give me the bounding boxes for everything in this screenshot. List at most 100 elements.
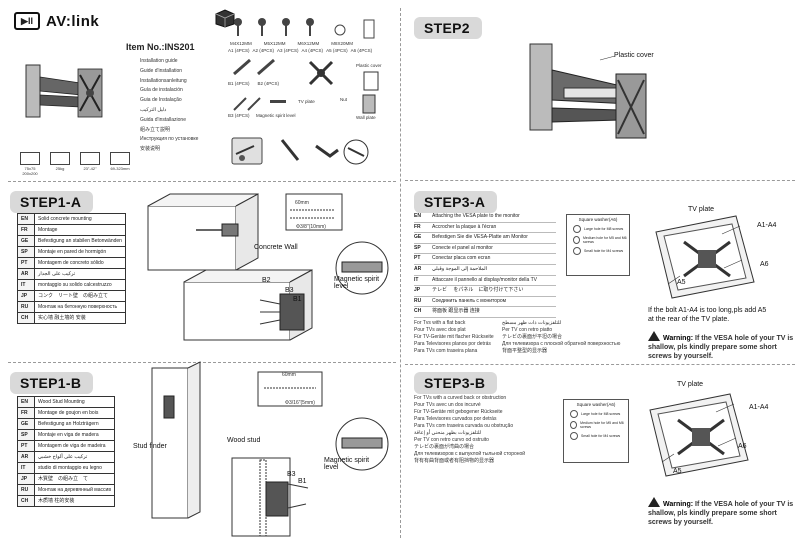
lang-code: JP (17, 473, 35, 485)
lang-text: 将面板 跟显示器 连接 (432, 308, 480, 315)
screw-size: M8X20MM (331, 41, 354, 46)
lang-code: EN (414, 213, 421, 219)
lang-text: テレビ をパネル に取り付けて下さい (432, 287, 524, 294)
left-divider-1 (8, 181, 396, 182)
warning-text: If the VESA hole of your TV is shallow, … (648, 335, 794, 360)
step1b-wood-stud-label: Wood stud (227, 437, 261, 444)
step1b-drill-diagram (151, 361, 389, 537)
arm-icon (110, 152, 130, 165)
lang-code: CH (17, 312, 35, 324)
warning-label: Warning: (663, 501, 694, 508)
step3b-tv-plate-diagram (649, 393, 749, 477)
screw-size: M6X12MM (297, 41, 320, 46)
right-divider-1 (405, 180, 795, 181)
lang-text: Соединить панель с монитором (432, 297, 507, 304)
lang-text: Conecte el panel al monitor (432, 244, 493, 251)
step1a-b2-label: B2 (262, 277, 271, 284)
step1a-b1-label: B1 (293, 296, 302, 303)
step3a-flat-back-text-left: For Tvs with a flat back Pour TVs avec d… (414, 320, 494, 355)
curved-line: Für TV-Geräte mit gebogener Rückseite (414, 409, 503, 415)
guide-line: Guia de Instalação (140, 97, 182, 104)
step3a-language-list: EN Attaching the VESA plate to the monito… (414, 212, 556, 318)
screw-row-icons (234, 18, 375, 39)
brand-name: AV:link (46, 12, 100, 30)
spec-badges: 75x75 200x200 25kg 23"-42" 69-323mm (20, 152, 130, 176)
washer-icon (570, 432, 578, 440)
list-item: JP テレビ をパネル に取り付けて下さい (414, 286, 556, 297)
step1b-dim-drill: Φ3/16"(5mm) (285, 400, 315, 406)
washer-icon (573, 225, 581, 233)
washer-label: Small hole for M4 screws (584, 249, 624, 253)
washer-item: Large hole for M8 screws (570, 410, 628, 418)
washer-label: Large hole for M8 screws (581, 412, 621, 416)
step1a-title: STEP1-A (10, 191, 94, 213)
curved-line: Para TVs com traseira curvada ou obstruç… (414, 423, 514, 429)
step3a-tv-plate-diagram (655, 215, 755, 299)
lang-code: SP (17, 246, 35, 258)
right-divider-2 (405, 364, 795, 365)
lang-code: GE (17, 418, 35, 430)
guide-line: Инструкция по установке (140, 136, 199, 143)
guide-title-list: Installation guide Guide d'installation … (140, 57, 198, 155)
lang-code: AR (17, 268, 35, 280)
curved-line: Pour TVs avec un dos incurvé (414, 402, 481, 408)
nut-label: Nut (340, 97, 348, 102)
flat-line: Für TV-Geräte mit flacher Rückseite (414, 334, 494, 340)
screw-code-row: A1 (4PCS) A2 (4PCS) A3 (4PCS) A4 (4PCS) … (228, 47, 372, 54)
lang-text: Attaccare il pannello al display/monitor… (432, 276, 537, 283)
plastic-cover-label: Plastic cover (356, 63, 382, 68)
guide-line: دليل التركيب (140, 106, 167, 113)
step3a-washer-box: Square washer(A6) Large hole for M8 scre… (566, 214, 630, 276)
warning-icon (648, 497, 660, 507)
step3a-a5-label: A5 (677, 279, 686, 286)
long-screws-icon (233, 97, 286, 111)
lang-code: FR (17, 224, 35, 236)
lang-text: Conectar placa com ecran (432, 255, 491, 262)
curved-line: Для телевизоров с выпуклой тыльной сторо… (414, 451, 526, 457)
step1a-spirit-level-label: Magnetic spirit level (334, 276, 380, 290)
step3b-text: For TVs with a curved back or obstructio… (414, 395, 525, 465)
wall-plate-icon (362, 94, 376, 114)
step3b-a5-label: A5 (673, 468, 682, 475)
lang-text: Attaching the VESA plate to the monitor (432, 213, 520, 219)
item-number: Item No.:INS201 (126, 42, 195, 52)
screen-size-label: 23"-42" (83, 166, 97, 171)
lang-code: AR (414, 265, 422, 272)
step1a-dim-top: 60mm (295, 200, 309, 206)
list-item: RU Соединить панель с монитором (414, 297, 556, 308)
step3a-a6-label: A6 (760, 261, 769, 268)
washer-title: Square washer(A6) (576, 402, 616, 407)
lang-code: GE (414, 234, 422, 241)
lang-text: Befestigen Sie die VESA-Platte am Monito… (432, 234, 528, 241)
tools-row-icons (231, 137, 369, 165)
lang-text: Befestigung an stabilen Betonwänden (34, 235, 126, 247)
step3b-washer-box: Square washer(A6) Large hole for M8 scre… (563, 399, 629, 463)
lang-code: CH (414, 308, 422, 315)
washer-icon (570, 410, 578, 418)
lang-code: IT (17, 279, 35, 291)
guide-line: Installation guide (140, 58, 178, 64)
b3-label: B3 (4PCS) (228, 113, 250, 118)
lang-code: GE (17, 235, 35, 247)
lang-code: JP (414, 287, 421, 294)
screw-code: A1 (4PCS) (228, 48, 250, 53)
curved-line: Para Televisores curvados por detrás (414, 416, 497, 422)
lang-code: RU (414, 297, 422, 304)
step1a-drill-diagram (147, 193, 389, 341)
step1b-b3-label: B3 (287, 471, 296, 478)
spirit-level-part-label: Magnetic spirit level (256, 113, 296, 118)
step1a-dim-drill: Φ3/8"(10mm) (296, 224, 326, 230)
flat-line: テレビの裏面が平坦の場合 (502, 334, 563, 340)
b-code: B1 (4PCS) (228, 81, 250, 86)
lang-text: Montage de goujon en bois (34, 407, 115, 419)
step3a-flat-back-text-right: للتلفزيونات ذات ظهر مسطح Per TV con retr… (502, 320, 620, 355)
lang-code: FR (414, 223, 421, 230)
